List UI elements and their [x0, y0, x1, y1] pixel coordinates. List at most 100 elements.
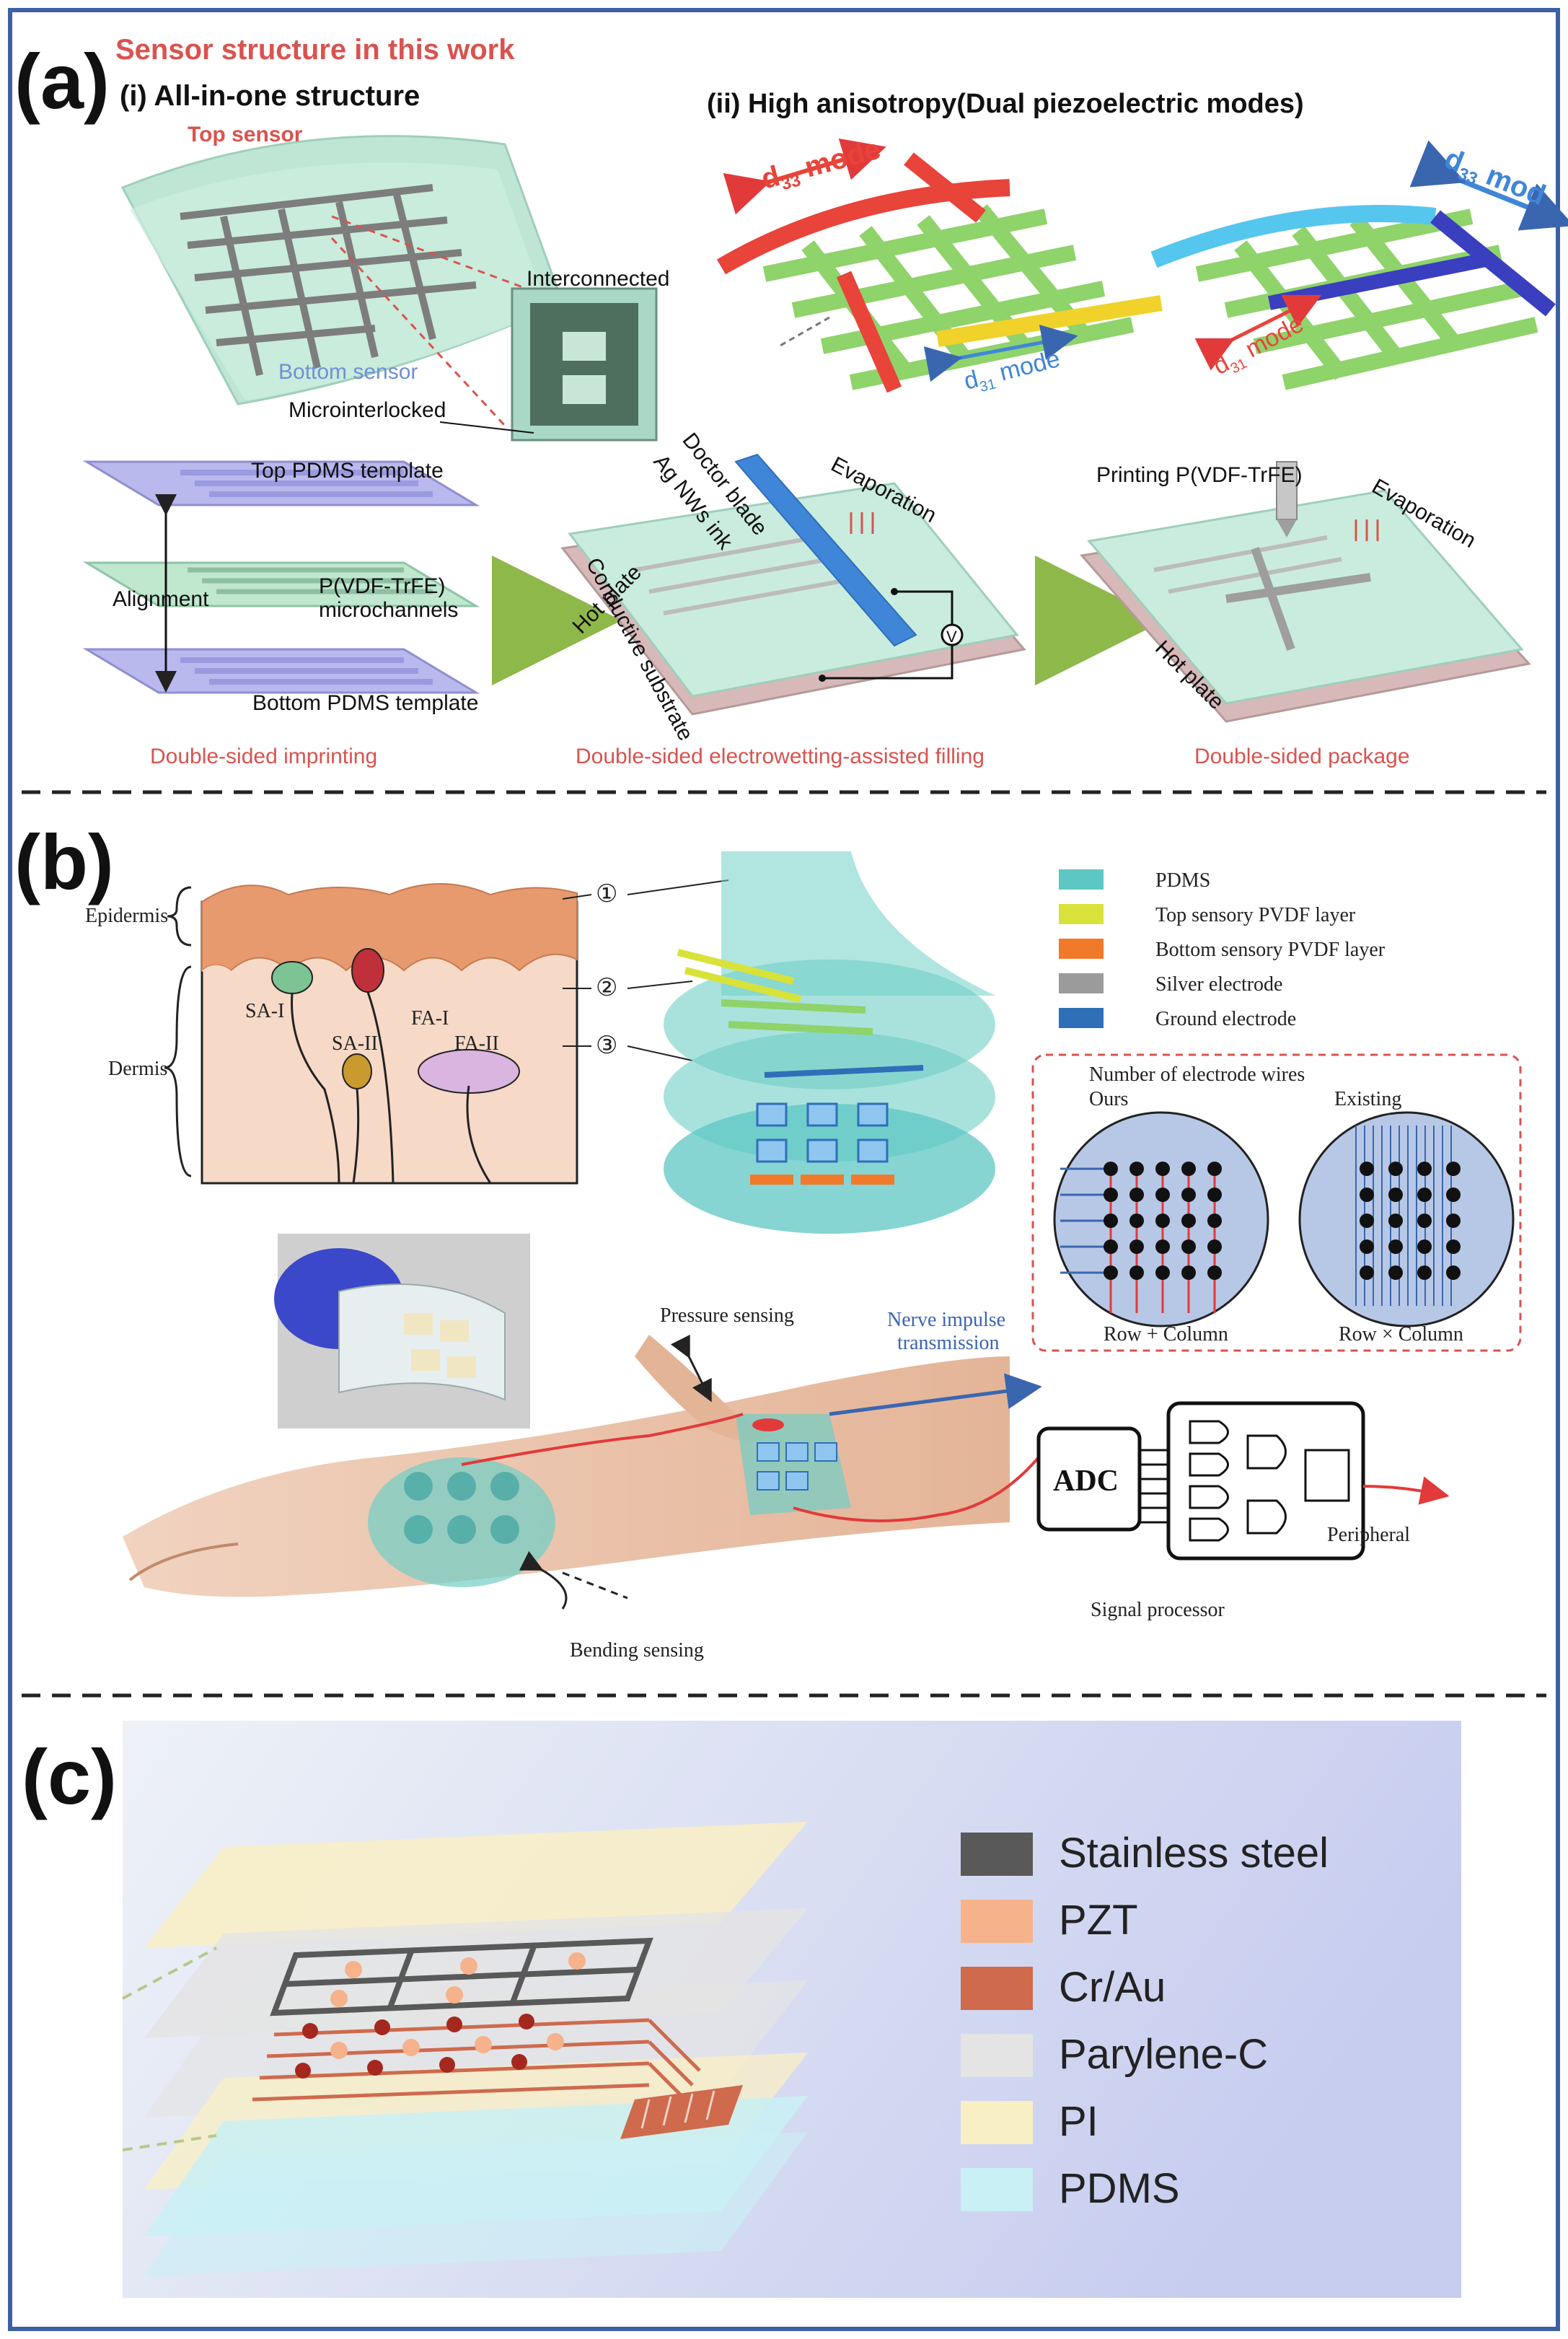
- sa2-label: SA-II: [332, 1032, 378, 1055]
- electrode-dot: [1388, 1188, 1403, 1202]
- electrode-dot: [1207, 1214, 1222, 1228]
- legend-label: Top sensory PVDF layer: [1155, 904, 1356, 926]
- row-plus-col-label: Row + Column: [1104, 1323, 1228, 1346]
- electrode-dot: [1129, 1188, 1144, 1202]
- electrode-dot: [1417, 1214, 1432, 1228]
- arm-illustration: [123, 1334, 1042, 1610]
- sensor-structure-title: Sensor structure in this work: [115, 34, 515, 66]
- step1-caption: Double-sided imprinting: [150, 745, 377, 768]
- anisotropy-grid-right: d33 mod d31 mode: [1150, 140, 1568, 390]
- layered-device-illustration: [664, 851, 995, 1234]
- existing-label: Existing: [1334, 1088, 1401, 1110]
- electrode-dot: [1360, 1162, 1374, 1176]
- step3-caption: Double-sided package: [1194, 745, 1410, 768]
- legend-label: PDMS: [1155, 869, 1210, 892]
- electrode-dot: [1360, 1214, 1374, 1228]
- electrode-dot: [1388, 1214, 1403, 1228]
- legend-swatch: [1059, 904, 1104, 924]
- top-pdms-template-label: Top PDMS template: [251, 459, 444, 483]
- anisotropy-grid-left: d33 mode d31 mode: [716, 133, 1163, 395]
- electrode-dot: [1446, 1188, 1461, 1202]
- electrode-dot: [1360, 1265, 1374, 1280]
- adc-label: ADC: [1053, 1465, 1119, 1498]
- legend-swatch: [961, 2101, 1033, 2144]
- signal-processor-label: Signal processor: [1091, 1599, 1225, 1621]
- step3-package-illustration: Printing P(VDF-TrFE) Evaporation Hot pla…: [1080, 461, 1531, 723]
- outer-frame: [8, 8, 1560, 2331]
- electrode-dot: [1417, 1265, 1432, 1280]
- ours-grid: [1060, 1162, 1222, 1313]
- electrode-dot: [1181, 1162, 1196, 1176]
- circ1-label: ①: [596, 881, 617, 908]
- panel-c: (c) St: [22, 1721, 1461, 2298]
- d33-label-left: d33 mode: [758, 133, 885, 198]
- electrode-dot: [1207, 1162, 1222, 1176]
- printing-pvdf-label: Printing P(VDF-TrFE): [1096, 463, 1303, 487]
- electrode-dot: [1155, 1188, 1170, 1202]
- electrode-dot: [1104, 1239, 1118, 1254]
- dermis-label: Dermis: [108, 1058, 167, 1080]
- top-sensor-label: Top sensor: [188, 123, 303, 146]
- step2-caption: Double-sided electrowetting-assisted fil…: [576, 745, 985, 768]
- electrode-dot: [1388, 1162, 1403, 1176]
- electrode-dot: [1155, 1265, 1170, 1280]
- electrode-dot: [1155, 1239, 1170, 1254]
- sub-ii-title: (ii) High anisotropy(Dual piezoelectric …: [707, 89, 1304, 119]
- legend-label: PZT: [1059, 1897, 1138, 1944]
- electrode-dot: [1207, 1239, 1222, 1254]
- electrode-dot: [1181, 1214, 1196, 1228]
- electrode-dot: [1446, 1214, 1461, 1228]
- voltage-symbol: V: [946, 628, 957, 646]
- electrode-dot: [1155, 1162, 1170, 1176]
- legend-swatch: [961, 2168, 1033, 2211]
- electrode-dot: [1360, 1239, 1374, 1254]
- panel-a: (a) Sensor structure in this work (i) Al…: [14, 34, 1568, 768]
- exploded-layer-stack: [122, 1822, 808, 2276]
- electrode-dot: [1207, 1188, 1222, 1202]
- existing-grid: [1355, 1125, 1461, 1306]
- circ3-label: ③: [596, 1032, 617, 1059]
- legend-label: PDMS: [1059, 2165, 1180, 2212]
- electrode-dot: [1207, 1265, 1222, 1280]
- electrode-dot: [1181, 1265, 1196, 1280]
- electrode-dot: [1155, 1214, 1170, 1228]
- skin-cross-section: SA-I FA-I SA-II FA-II Epidermis Dermis ①…: [85, 879, 729, 1185]
- legend-label: Cr/Au: [1059, 1964, 1166, 2011]
- legend-swatch: [961, 1967, 1033, 2010]
- panel-b-label: (b): [14, 818, 114, 905]
- electrode-dot: [1417, 1188, 1432, 1202]
- fa1-label: FA-I: [411, 1007, 449, 1030]
- sub-i-title: (i) All-in-one structure: [120, 80, 420, 112]
- legend-label: PI: [1059, 2098, 1098, 2145]
- legend-label: Ground electrode: [1155, 1008, 1296, 1030]
- legend-swatch: [961, 1833, 1033, 1876]
- panel-c-label: (c): [22, 1733, 117, 1820]
- electrode-dot: [1104, 1162, 1118, 1176]
- electrode-dot: [1417, 1162, 1432, 1176]
- electrode-wire-comparison: Number of electrode wires Ours Existing …: [1031, 1053, 1522, 1352]
- glove-photo: [274, 1234, 530, 1429]
- electrode-dot: [1360, 1188, 1374, 1202]
- electrode-dot: [1181, 1188, 1196, 1202]
- electrode-dot: [1104, 1188, 1118, 1202]
- peripheral-label: Peripheral: [1327, 1524, 1410, 1546]
- nerve-impulse-label-2: transmission: [897, 1332, 1000, 1354]
- wires-title: Number of electrode wires: [1089, 1063, 1305, 1086]
- electrode-dot: [1388, 1265, 1403, 1280]
- electrode-dot: [1129, 1239, 1144, 1254]
- electrode-dot: [1417, 1239, 1432, 1254]
- electrode-dot: [1104, 1214, 1118, 1228]
- legend-swatch: [1059, 973, 1104, 993]
- legend-label: Parylene-C: [1059, 2031, 1268, 2078]
- legend-label: Silver electrode: [1155, 973, 1282, 996]
- pressure-sensing-label: Pressure sensing: [660, 1304, 794, 1327]
- epidermis-label: Epidermis: [85, 905, 168, 927]
- legend-swatch: [1059, 939, 1104, 959]
- electrode-dot: [1129, 1214, 1144, 1228]
- electrode-dot: [1181, 1239, 1196, 1254]
- legend-label: Bottom sensory PVDF layer: [1155, 939, 1386, 961]
- legend-swatch: [1059, 1008, 1104, 1028]
